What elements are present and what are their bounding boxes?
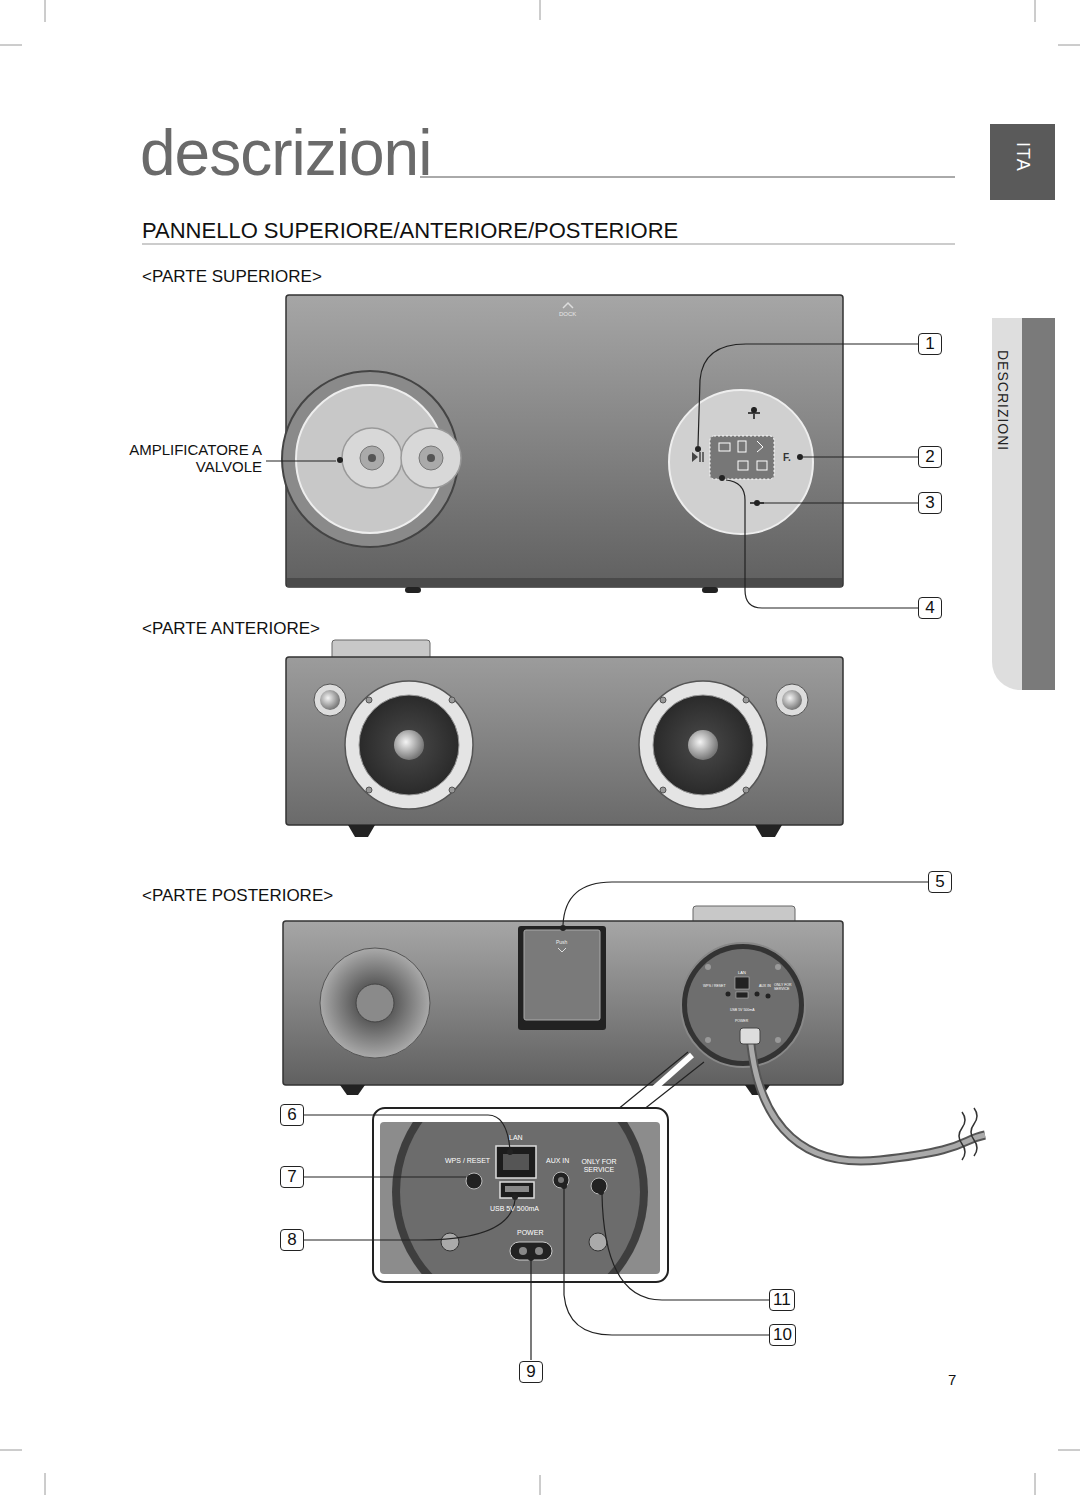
view-heading: <PARTE ANTERIORE> — [142, 620, 320, 639]
port-label: WPS / RESET — [703, 985, 726, 989]
dock-label: DOCK — [559, 311, 576, 318]
port-label: ONLY FOR SERVICE — [774, 984, 792, 992]
callout-number: 4 — [918, 597, 942, 619]
port-label: POWER — [735, 1020, 748, 1024]
callout-number: 8 — [280, 1229, 304, 1251]
callout-number: 1 — [918, 333, 942, 355]
view-heading: <PARTE SUPERIORE> — [142, 268, 322, 287]
port-label: WPS / RESET — [445, 1157, 490, 1165]
tab-text: DESCRIZIONI — [995, 350, 1011, 451]
port-label: USB 5V 500mA — [490, 1205, 539, 1213]
tab-text: ITA — [1012, 142, 1033, 172]
door-label: Push — [556, 940, 567, 946]
page-number: 7 — [948, 1372, 956, 1389]
section-heading: PANNELLO SUPERIORE/ANTERIORE/POSTERIORE — [142, 219, 678, 243]
port-label: POWER — [517, 1229, 543, 1237]
port-label: LAN — [738, 971, 746, 975]
port-label: USB 5V 500mA — [730, 1009, 755, 1013]
callout-number: 7 — [280, 1166, 304, 1188]
callout-number: 10 — [769, 1324, 796, 1346]
callout-number: 5 — [928, 871, 952, 893]
callout-number: 11 — [769, 1289, 795, 1311]
port-label: AUX IN — [759, 985, 771, 989]
callout-number: 9 — [519, 1361, 543, 1383]
section-tab: DESCRIZIONI — [992, 318, 1055, 690]
language-tab: ITA — [990, 124, 1055, 200]
view-heading: <PARTE POSTERIORE> — [142, 887, 333, 906]
callout-number: 3 — [918, 492, 942, 514]
callout-number: 2 — [918, 446, 942, 468]
port-label: AUX IN — [546, 1157, 569, 1165]
button-label: F. — [783, 452, 791, 463]
callout-number: 6 — [280, 1104, 304, 1126]
port-label: LAN — [509, 1134, 523, 1142]
part-name: AMPLIFICATORE A VALVOLE — [87, 442, 262, 475]
port-label: ONLY FOR SERVICE — [574, 1158, 624, 1173]
page-title: descrizioni — [140, 118, 431, 188]
